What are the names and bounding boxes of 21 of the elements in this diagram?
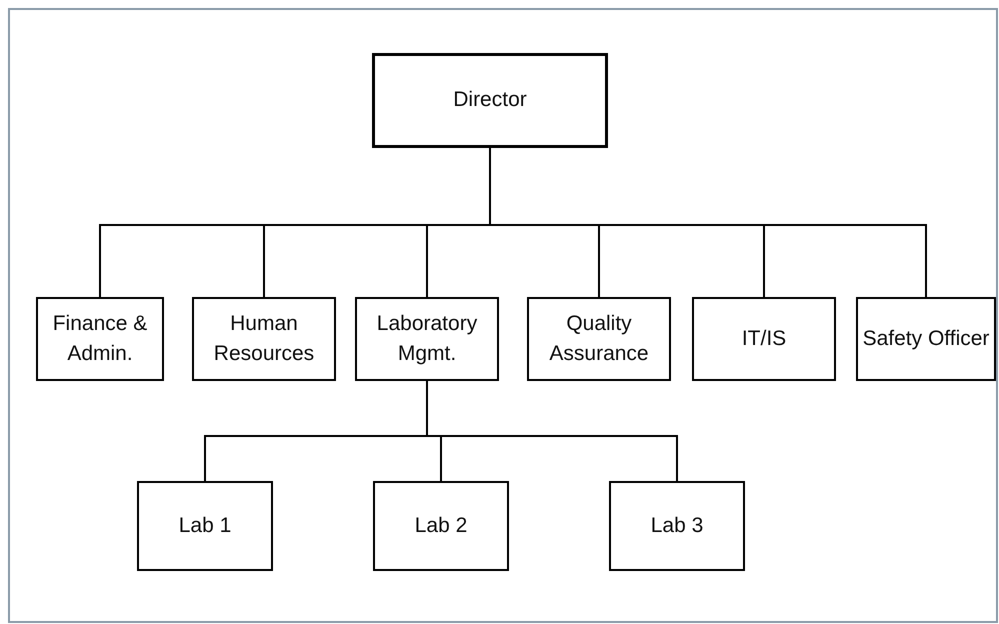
role-label: Quality Assurance	[548, 310, 650, 367]
role-label: Finance & Admin.	[52, 310, 148, 367]
org-box	[192, 297, 336, 381]
connector-line	[426, 381, 678, 481]
role-label: IT/IS	[742, 326, 786, 352]
org-box	[36, 297, 164, 381]
role-label: Laboratory Mgmt.	[376, 310, 478, 367]
org-box	[372, 53, 608, 148]
org-box	[373, 481, 509, 571]
org-box	[692, 297, 836, 381]
role-label: Human Resources	[212, 310, 316, 367]
org-box	[609, 481, 745, 571]
role-label: Safety Officer	[862, 326, 990, 352]
role-label: Lab 2	[414, 512, 468, 539]
role-label: Director	[453, 87, 527, 114]
org-box	[137, 481, 273, 571]
role-label: Lab 3	[650, 512, 704, 539]
org-box	[856, 297, 996, 381]
org-box	[355, 297, 499, 381]
role-label: Lab 1	[178, 512, 232, 539]
org-box	[527, 297, 671, 381]
